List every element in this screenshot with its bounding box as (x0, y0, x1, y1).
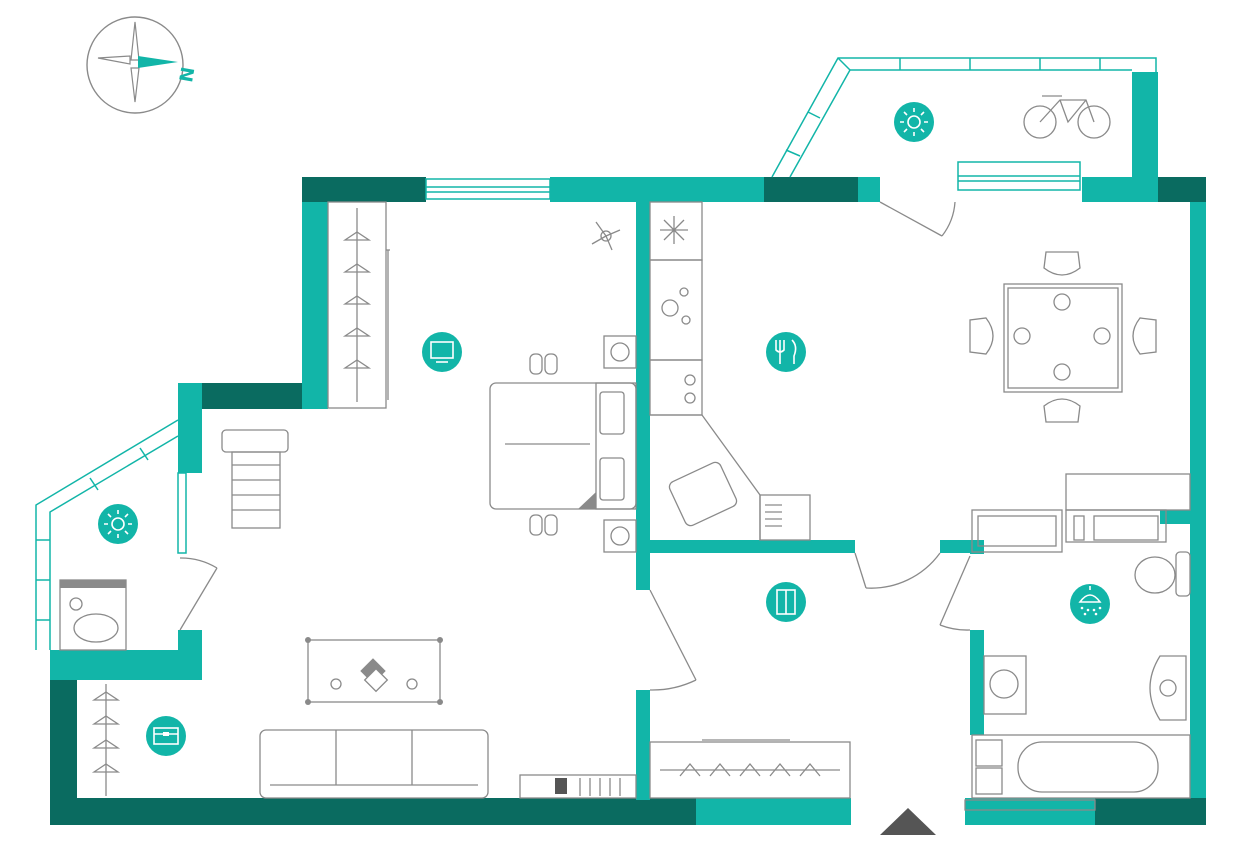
tv-icon (422, 332, 462, 372)
compass: N (86, 16, 199, 114)
bed (489, 335, 637, 553)
kitchen-counter (649, 201, 811, 541)
snowflake-icon (660, 216, 688, 244)
entrance-arrow-icon (880, 808, 936, 835)
sofa (259, 729, 489, 799)
shoe-rack (519, 774, 637, 799)
ceiling-fan-icon (591, 221, 621, 251)
fork-knife-icon (766, 332, 806, 372)
shower-icon (1070, 584, 1110, 624)
bicycle-icon (1023, 95, 1111, 139)
compass-needle-west (97, 55, 131, 65)
washing-machine (59, 579, 127, 651)
wardrobe-hallway (649, 739, 851, 799)
wardrobe-icon (766, 582, 806, 622)
walls (50, 72, 1206, 825)
treadmill (221, 429, 289, 529)
sun-icon-north (894, 102, 934, 142)
balcony-north (771, 57, 1157, 178)
chest-icon (146, 716, 186, 756)
wardrobe-bedroom (327, 201, 390, 409)
windows (177, 161, 1081, 554)
compass-needle-south (130, 21, 140, 61)
compass-ring (86, 16, 184, 114)
doors (179, 201, 971, 691)
coffee-table (305, 637, 443, 705)
sun-icon-west (98, 504, 138, 544)
compass-north-label: N (176, 66, 199, 84)
bathroom-fixtures (964, 473, 1191, 811)
dining-table (969, 251, 1157, 423)
compass-needle-north (130, 67, 140, 103)
compass-needle-east (138, 56, 178, 68)
balcony-west (35, 419, 179, 650)
wardrobe-storage (91, 684, 121, 796)
